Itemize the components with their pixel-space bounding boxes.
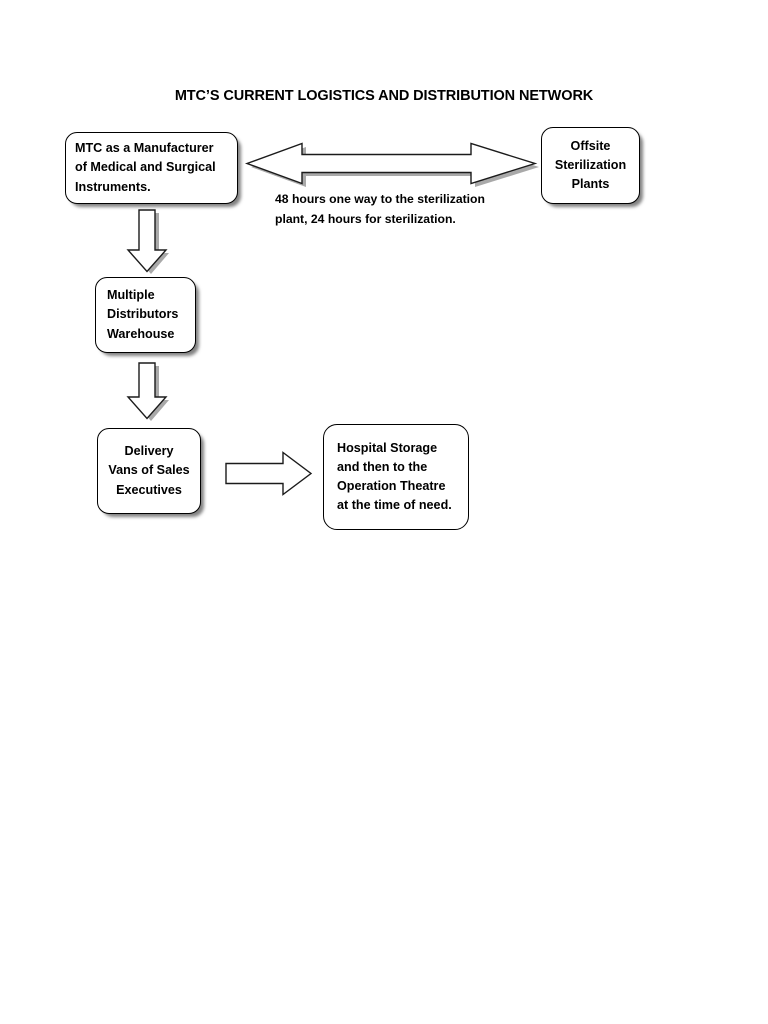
connector-manufacturer-sterilization [244,142,539,187]
connector-manufacturer-warehouse [126,209,169,274]
page-title: MTC’S CURRENT LOGISTICS AND DISTRIBUTION… [174,88,594,104]
node-line: at the time of need. [337,498,452,513]
connector-warehouse-delivery [126,362,169,421]
node-line: Offsite [570,138,611,153]
node-line: Operation Theatre [337,479,446,493]
annotation-line: 48 hours one way to the sterilization [275,192,485,206]
node-line: Instruments. [75,179,151,194]
annotation-sterilization-time: 48 hours one way to the sterilization pl… [275,190,510,230]
node-line: Hospital Storage [337,440,438,455]
node-delivery-vans-of-sales-executives[interactable]: Delivery Vans of Sales Executives [97,428,201,514]
node-line: of Medical and Surgical [75,160,216,175]
connector-delivery-hospital [225,451,313,496]
node-line: Distributors [107,307,179,322]
annotation-line: plant, 24 hours for sterilization. [275,211,456,226]
node-offsite-sterilization-plants[interactable]: Offsite Sterilization Plants [541,127,640,204]
node-line: Sterilization [554,157,627,172]
node-line: Delivery [124,444,174,459]
node-line: and then to the [337,459,428,474]
node-line: Multiple [107,288,155,303]
node-line: Executives [116,482,182,497]
node-mtc-manufacturer[interactable]: MTC as a Manufacturer of Medical and Sur… [65,132,238,204]
node-line: Vans of Sales [108,463,190,478]
node-line: MTC as a Manufacturer [75,141,214,156]
node-line: Plants [571,177,610,192]
node-multiple-distributors-warehouse[interactable]: Multiple Distributors Warehouse [95,277,196,353]
node-line: Warehouse [107,326,175,341]
node-hospital-storage[interactable]: Hospital Storage and then to the Operati… [323,424,469,530]
